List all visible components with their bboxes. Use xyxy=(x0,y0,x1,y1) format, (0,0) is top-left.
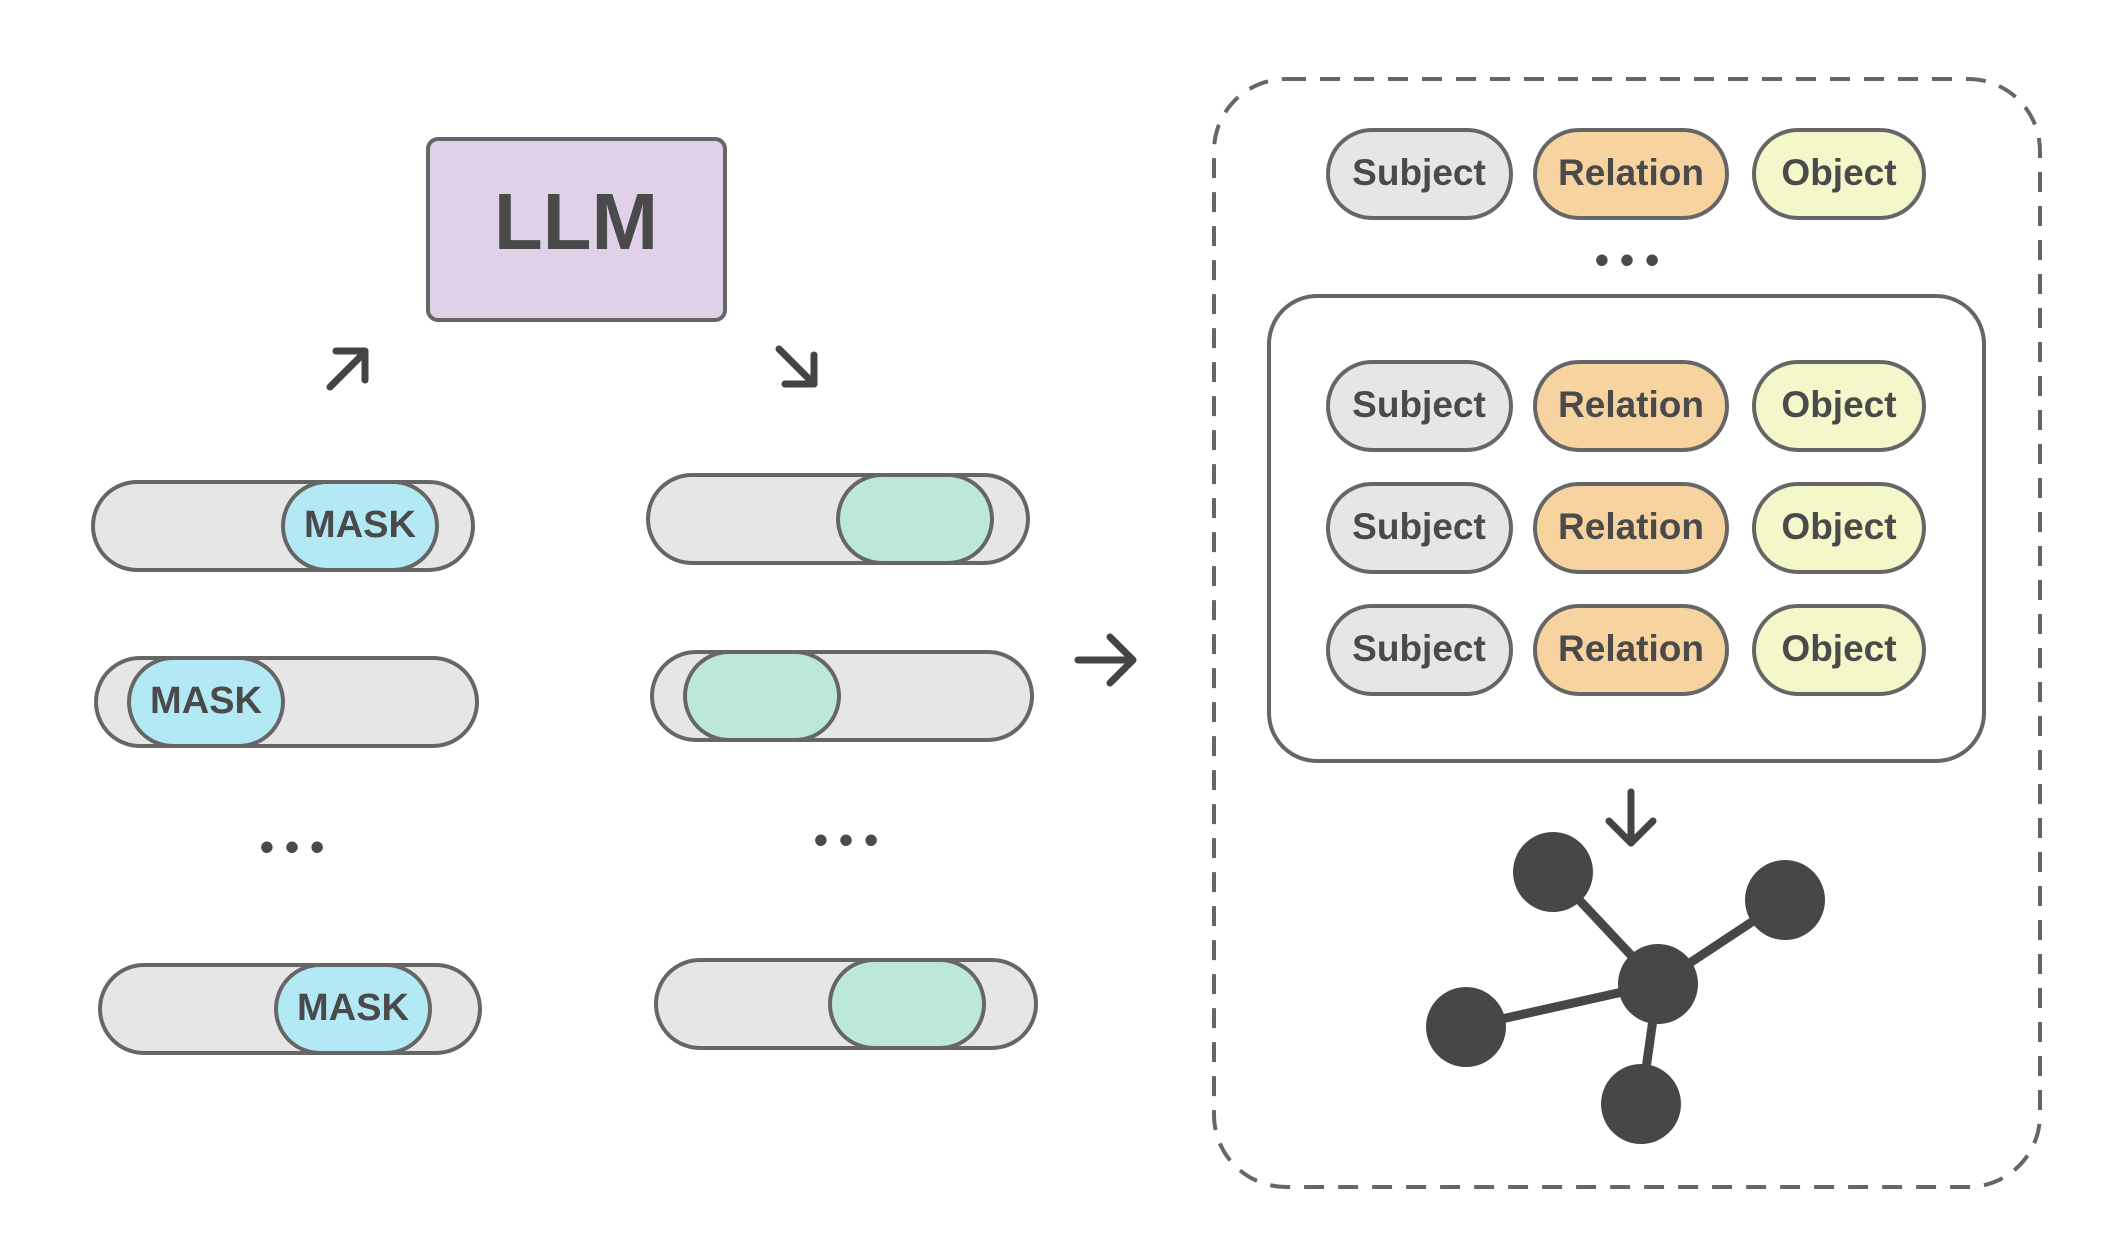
relation-label: Relation xyxy=(1558,628,1704,669)
graph-node xyxy=(1601,1064,1681,1144)
relation-label: Relation xyxy=(1558,384,1704,425)
filled-sequence xyxy=(646,473,1030,565)
object-chip xyxy=(1752,128,1926,220)
object-chip xyxy=(1752,604,1926,696)
object-chip xyxy=(1752,482,1926,574)
relation-label: Relation xyxy=(1558,152,1704,193)
object-label: Object xyxy=(1781,384,1896,425)
subject-label: Subject xyxy=(1352,384,1486,425)
mask-token xyxy=(281,480,439,572)
subject-chip xyxy=(1326,604,1513,696)
output-ellipsis: • • • xyxy=(814,819,878,863)
subject-label: Subject xyxy=(1352,628,1486,669)
filled-output-list: • • • xyxy=(646,473,1038,1050)
object-chip xyxy=(1752,360,1926,452)
object-label: Object xyxy=(1781,506,1896,547)
mask-token-label: MASK xyxy=(304,504,416,546)
masked-sequence: MASK xyxy=(94,656,479,748)
filled-token xyxy=(828,958,986,1050)
relation-chip xyxy=(1533,360,1729,452)
relation-label: Relation xyxy=(1558,506,1704,547)
triple-row: Subject Relation Object xyxy=(1326,604,1926,696)
subject-chip xyxy=(1326,128,1513,220)
mask-token-label: MASK xyxy=(297,987,409,1029)
mask-token xyxy=(127,656,285,748)
subject-chip xyxy=(1326,360,1513,452)
arrow-to-graph xyxy=(1605,788,1657,847)
mask-token-label: MASK xyxy=(150,680,262,722)
llm-label: LLM xyxy=(494,177,658,266)
arrow-into-llm xyxy=(326,347,369,391)
object-label: Object xyxy=(1781,628,1896,669)
llm-box xyxy=(426,137,727,322)
arrow-out-of-llm xyxy=(775,345,818,388)
graph-node xyxy=(1745,860,1825,940)
input-ellipsis: • • • xyxy=(260,826,324,870)
object-label: Object xyxy=(1781,152,1896,193)
triple-row: Subject Relation Object xyxy=(1326,360,1926,452)
triple-row: Subject Relation Object xyxy=(1326,128,1926,220)
llm-block: LLM xyxy=(426,137,727,322)
relation-chip xyxy=(1533,482,1729,574)
subject-label: Subject xyxy=(1352,506,1486,547)
triple-row: Subject Relation Object xyxy=(1326,482,1926,574)
filled-sequence xyxy=(654,958,1038,1050)
masked-sequence: MASK xyxy=(91,480,475,572)
graph-node xyxy=(1618,944,1698,1024)
mask-token xyxy=(274,963,432,1055)
triple-ellipsis: • • • xyxy=(1595,239,1659,283)
relation-chip xyxy=(1533,128,1729,220)
filled-token xyxy=(683,650,841,742)
filled-sequence xyxy=(650,650,1034,742)
knowledge-graph-icon xyxy=(1426,832,1825,1144)
graph-node xyxy=(1426,987,1506,1067)
filled-token xyxy=(836,473,994,565)
extraction-panel xyxy=(1212,77,2042,1189)
arrow-to-triples xyxy=(1074,633,1137,687)
masked-input-list: MASK MASK • • • MASK xyxy=(91,480,482,1055)
subject-chip xyxy=(1326,482,1513,574)
graph-node xyxy=(1513,832,1593,912)
relation-chip xyxy=(1533,604,1729,696)
masked-sequence: MASK xyxy=(98,963,482,1055)
subject-label: Subject xyxy=(1352,152,1486,193)
